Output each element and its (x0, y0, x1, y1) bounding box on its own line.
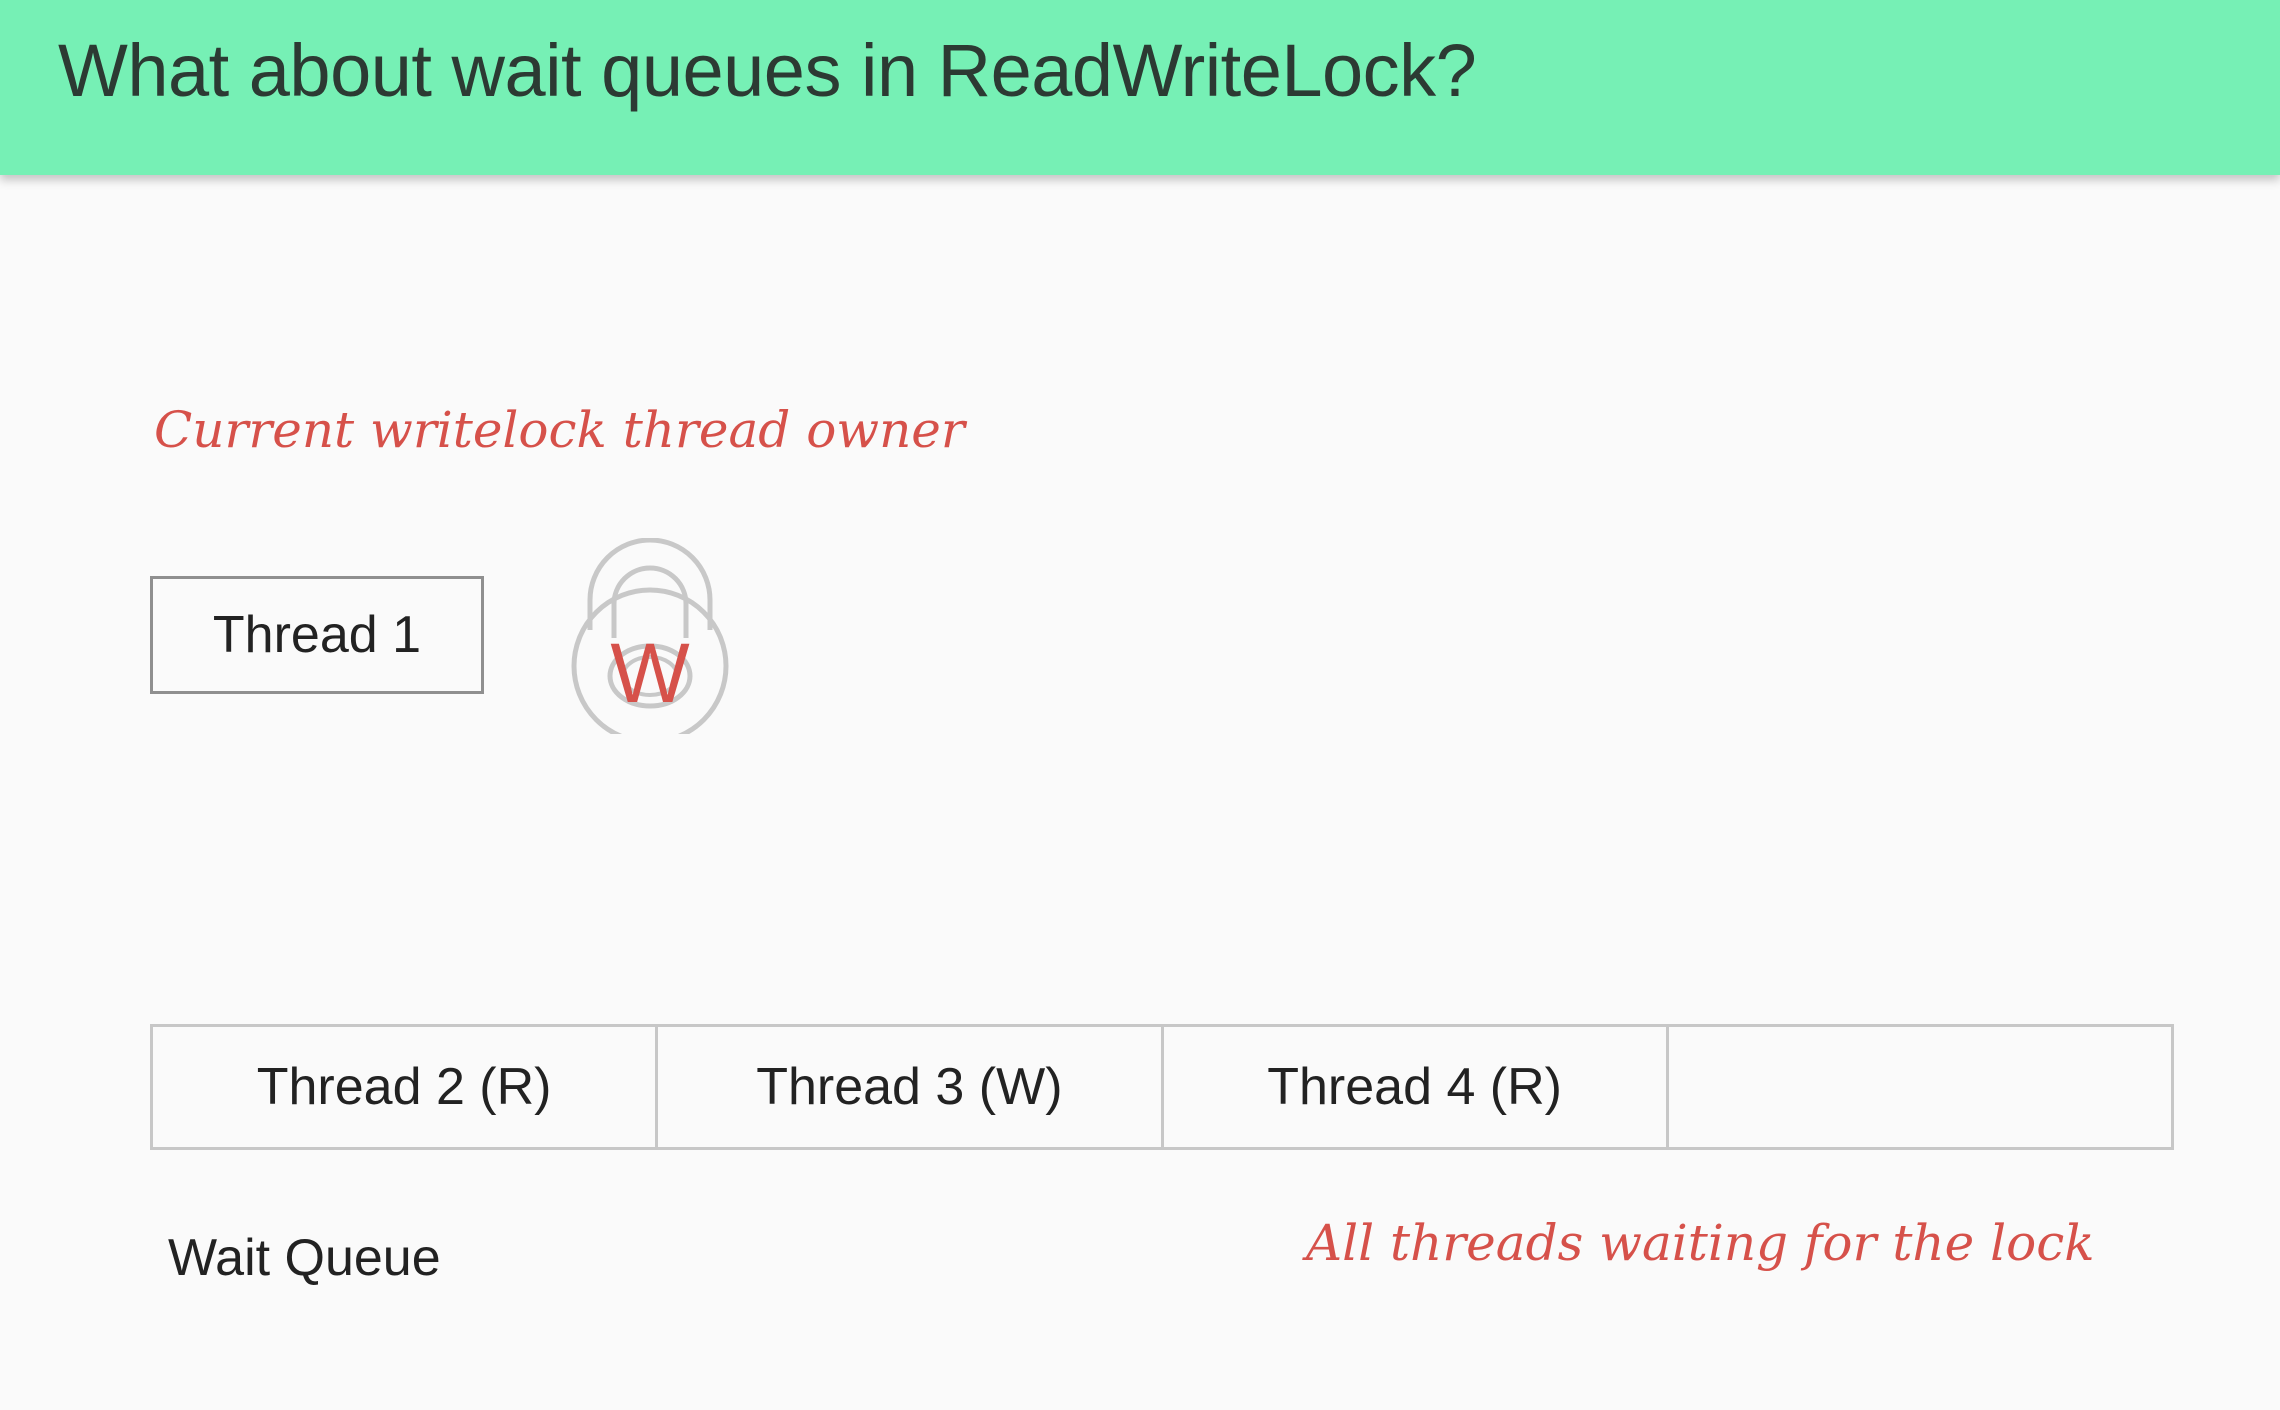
waiting-annotation: All threads waiting for the lock (1306, 1214, 2095, 1272)
wait-queue: Thread 2 (R) Thread 3 (W) Thread 4 (R) (150, 1024, 2174, 1150)
owner-thread-box: Thread 1 (150, 576, 484, 694)
padlock-icon: W (571, 538, 729, 734)
slide-title: What about wait queues in ReadWriteLock? (58, 29, 1477, 112)
queue-slot-label: Thread 3 (W) (756, 1058, 1063, 1116)
wait-queue-label: Wait Queue (168, 1229, 441, 1287)
queue-slot: Thread 3 (W) (658, 1027, 1164, 1147)
queue-slot: Thread 2 (R) (153, 1027, 659, 1147)
queue-slot-empty (1669, 1027, 2171, 1147)
owner-annotation: Current writelock thread owner (154, 401, 965, 459)
owner-thread-label: Thread 1 (212, 606, 422, 664)
lock-letter: W (610, 626, 689, 720)
queue-slot: Thread 4 (R) (1164, 1027, 1669, 1147)
queue-slot-label: Thread 2 (R) (256, 1058, 552, 1116)
title-bar: What about wait queues in ReadWriteLock? (0, 0, 2280, 175)
queue-slot-label: Thread 4 (R) (1267, 1058, 1562, 1116)
